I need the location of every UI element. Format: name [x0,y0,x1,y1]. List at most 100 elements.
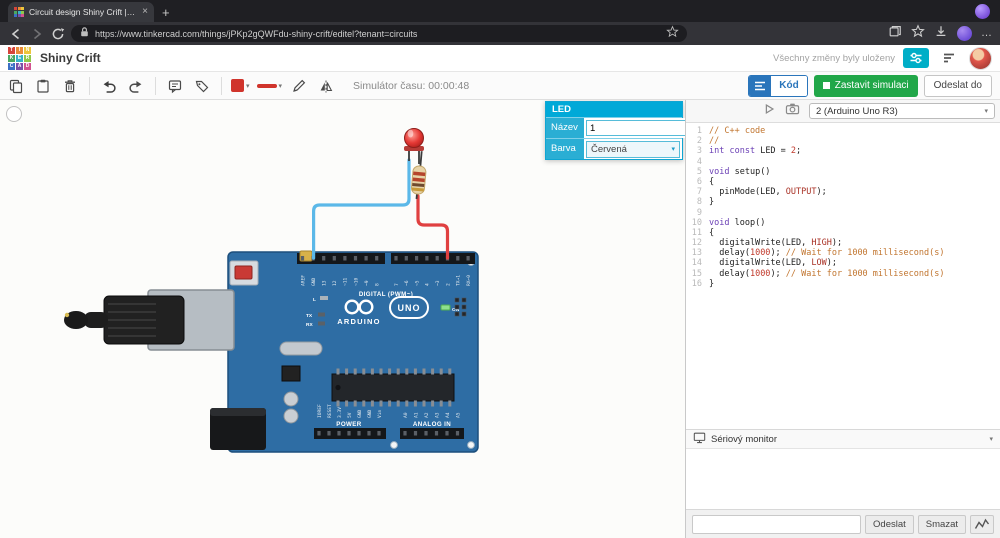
arduino-uno-board[interactable]: L TX RX ARDUINO UNO ON [210,251,478,452]
serial-monitor-toggle[interactable]: Sériový monitor ▾ [686,429,1000,449]
browser-menu-icon[interactable]: … [981,28,992,39]
redo-button[interactable] [126,76,146,96]
wire-red-pin2[interactable] [418,196,448,258]
pin-label: AREF [300,275,306,286]
refresh-icon[interactable] [50,26,66,42]
debug-run-button[interactable] [762,102,776,121]
downloads-icon[interactable] [934,24,948,43]
notes-button[interactable] [165,76,185,96]
toolbar-separator [155,77,156,95]
stop-icon [823,82,830,89]
favorite-star-icon[interactable] [666,25,679,43]
pin-label: A3 [434,412,440,418]
url-field[interactable]: https://www.tinkercad.com/things/jPKp2gQ… [71,25,687,42]
led-name-input[interactable] [586,120,685,136]
serial-message-input[interactable] [692,515,861,534]
pin-label: GND [311,277,317,286]
code-button[interactable]: Kód [748,75,807,97]
back-icon[interactable] [8,26,24,42]
power-jack[interactable] [210,408,266,450]
copilot-icon[interactable] [975,4,990,19]
serial-send-button[interactable]: Odeslat [865,515,914,534]
code-line: 16} [686,279,1000,289]
browser-tab[interactable]: Circuit design Shiny Crift | Tin... × [8,2,154,22]
pin-label: IOREF [317,404,323,418]
new-tab-button[interactable]: + [162,6,170,19]
analog-header[interactable] [400,428,464,439]
code-line: 11{ [686,228,1000,238]
sliders-icon [908,51,924,65]
send-to-button[interactable]: Odeslat do [924,75,992,97]
reset-button[interactable] [230,261,258,285]
inspector-name-row: Název [546,117,682,138]
forward-icon[interactable] [29,26,45,42]
tinkercad-logo[interactable]: TINKERCAD [8,47,31,70]
serial-monitor-icon [693,432,706,447]
circuit-canvas[interactable]: L TX RX ARDUINO UNO ON [0,100,685,538]
undo-button[interactable] [99,76,119,96]
lock-icon [79,25,90,43]
code-line: 3int const LED = 2; [686,146,1000,156]
usb-cable[interactable] [64,290,234,350]
screenshot-button[interactable] [785,102,800,120]
code-line: 14 digitalWrite(LED, LOW); [686,258,1000,268]
capacitor [284,392,298,406]
pin-label: A0 [403,412,409,418]
stop-simulation-label: Zastavit simulaci [835,80,909,91]
power-on-led [441,305,450,310]
collections-icon[interactable] [888,24,902,43]
code-line: 1// C++ code [686,126,1000,136]
design-title[interactable]: Shiny Crift [40,51,101,65]
simulation-time: Simulátor času: 00:00:48 [353,80,469,92]
pin-label: ~5 [414,280,420,286]
mirror-button[interactable] [316,76,336,96]
wire-edit-button[interactable] [289,76,309,96]
toggle-labels-button[interactable] [192,76,212,96]
user-avatar[interactable] [969,47,992,70]
name-label: Název [546,118,584,138]
undo-icon [101,78,117,94]
component-color-dropdown[interactable]: ▾ [231,76,250,96]
code-panel-header: 2 (Arduino Uno R3) ▾ [686,100,1000,123]
atmega-chip[interactable] [332,374,454,401]
delete-button[interactable] [60,76,80,96]
crystal-oscillator [280,342,322,355]
pin-label: ~10 [353,277,359,286]
wire-blue-gnd[interactable] [314,160,409,258]
copy-button[interactable] [6,76,26,96]
code-lines-icon [749,76,771,96]
paste-button[interactable] [33,76,53,96]
serial-monitor-output [686,449,1000,509]
play-outline-icon [762,102,776,116]
board-select-dropdown[interactable]: 2 (Arduino Uno R3) ▾ [809,103,995,119]
tab-close-icon[interactable]: × [142,7,148,17]
led-color-select[interactable]: Červená ▾ [586,141,680,158]
inspector-title[interactable]: LED [546,102,682,117]
pin-label: ~11 [343,277,349,286]
mounting-hole [391,442,398,449]
toolbar-right: Kód Zastavit simulaci Odeslat do [748,75,994,97]
zoom-to-fit-button[interactable] [6,106,22,122]
activity-list-button[interactable] [937,48,961,68]
trash-icon [62,78,78,94]
pin-label: Vin [377,409,383,418]
browser-profile-avatar[interactable] [957,26,972,41]
bookmarks-star-icon[interactable] [911,24,925,43]
redo-icon [128,78,144,94]
code-button-label: Kód [771,76,806,96]
code-line: 12 digitalWrite(LED, HIGH); [686,238,1000,248]
code-editor[interactable]: 1// C++ code2//3int const LED = 2;45void… [686,123,1000,429]
pin-label: 4 [425,283,431,286]
serial-clear-button[interactable]: Smazat [918,515,966,534]
simulation-panel-button[interactable] [903,48,929,68]
main-area: L TX RX ARDUINO UNO ON [0,100,1000,538]
pin-label: 3.3V [337,407,343,418]
led-inspector: LED Název Barva Červená ▾ [545,101,683,160]
power-section-label: POWER [336,421,362,428]
serial-graph-button[interactable] [970,515,994,534]
stop-simulation-button[interactable]: Zastavit simulaci [814,75,918,97]
digital-header-right[interactable] [391,253,475,264]
chevron-down-icon: ▾ [671,145,675,153]
wire-style-dropdown[interactable]: ▾ [257,76,283,96]
